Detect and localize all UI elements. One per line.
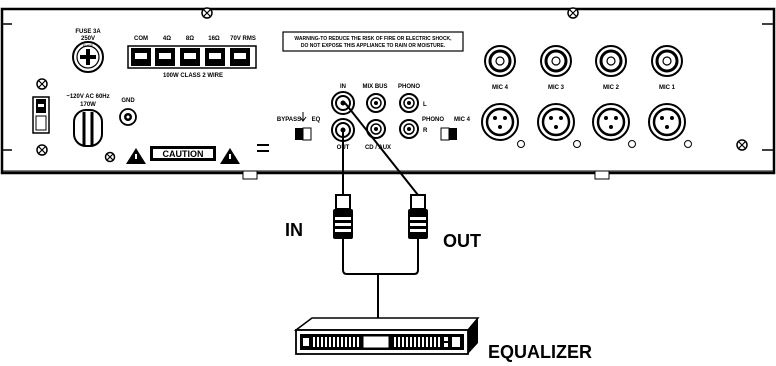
terminal-rating: 100W CLASS 2 WIRE (163, 73, 223, 79)
eq-slider-bank (394, 337, 440, 347)
speaker-terminal-strip: COM 4Ω 8Ω 16Ω 70V RMS 100W CLASS 2 WIRE (127, 36, 257, 79)
rca-cable-out (344, 102, 428, 320)
eq-in-jack-label: IN (340, 84, 346, 90)
fuse-cap-label: FUSE (83, 43, 94, 48)
warning-line-1: WARNING-TO REDUCE THE RISK OF FIRE OR EL… (294, 36, 452, 42)
bypass-eq-switch: BYPASS EQ (277, 112, 321, 141)
power-rating-voltage: ~120V AC 60Hz (66, 94, 109, 100)
phono-jacks: PHONO L R (398, 84, 428, 139)
mic-label: MIC 1 (659, 85, 676, 91)
caution-label: CAUTION (126, 146, 240, 164)
screw-icon (567, 7, 579, 19)
mic-inputs: MIC 4 MIC 3 MIC 2 (481, 45, 692, 148)
ground-label: GND (121, 98, 135, 104)
terminal-label-com: COM (134, 36, 148, 42)
fuse-voltage: 250V (81, 36, 95, 42)
mix-bus-label: MIX BUS (362, 84, 387, 90)
screw-icon (36, 78, 48, 90)
terminal-label-70v: 70V RMS (230, 36, 256, 42)
mic-input-2: MIC 2 (592, 45, 636, 148)
mix-bus-jacks: MIX BUS CD / AUX (362, 84, 391, 151)
cd-aux-label: CD / AUX (365, 145, 391, 151)
mic-label: MIC 4 (492, 85, 509, 91)
warning-line-2: DO NOT EXPOSE THIS APPLIANCE TO RAIN OR … (301, 43, 446, 49)
mic-label: MIC 2 (603, 85, 620, 91)
power-rating-watts: 170W (80, 102, 96, 108)
eq-label: EQ (312, 117, 321, 123)
power-cord: ~120V AC 60Hz 170W (66, 94, 110, 147)
screw-icon (36, 144, 48, 156)
switch-mic4-label: MIC 4 (454, 117, 471, 123)
terminal-label-4ohm: 4Ω (163, 36, 171, 42)
screw-icon (104, 151, 116, 163)
phono-right-label: R (423, 128, 428, 134)
power-switch (32, 96, 50, 134)
fuse-label: FUSE 3A (75, 29, 101, 35)
equalizer-label: EQUALIZER (488, 342, 592, 362)
vent-slot (257, 144, 269, 152)
cable-out-label: OUT (443, 231, 481, 251)
ground-terminal: GND (119, 98, 137, 126)
phono-mic4-switch: PHONO MIC 4 (422, 117, 471, 141)
screw-icon (201, 7, 213, 19)
mic-input-4: MIC 4 (481, 45, 525, 148)
cable-in-label: IN (285, 220, 303, 240)
phono-left-label: L (423, 102, 427, 108)
fuse-holder: FUSE 3A 250V FUSE (72, 29, 104, 73)
terminal-label-16ohm: 16Ω (208, 36, 220, 42)
phono-label: PHONO (398, 84, 420, 90)
warning-label: WARNING-TO REDUCE THE RISK OF FIRE OR EL… (282, 31, 464, 52)
terminal-label-8ohm: 8Ω (186, 36, 194, 42)
mic-input-3: MIC 3 (537, 45, 581, 148)
switch-phono-label: PHONO (422, 117, 444, 123)
rca-cable-in (333, 132, 415, 275)
mic-label: MIC 3 (548, 85, 565, 91)
equalizer-device (293, 317, 480, 355)
screw-icon (736, 139, 748, 151)
eq-slider-bank (313, 337, 359, 347)
bypass-label: BYPASS (277, 117, 301, 123)
mic-input-1: MIC 1 (648, 45, 692, 148)
caution-text: CAUTION (163, 149, 204, 159)
